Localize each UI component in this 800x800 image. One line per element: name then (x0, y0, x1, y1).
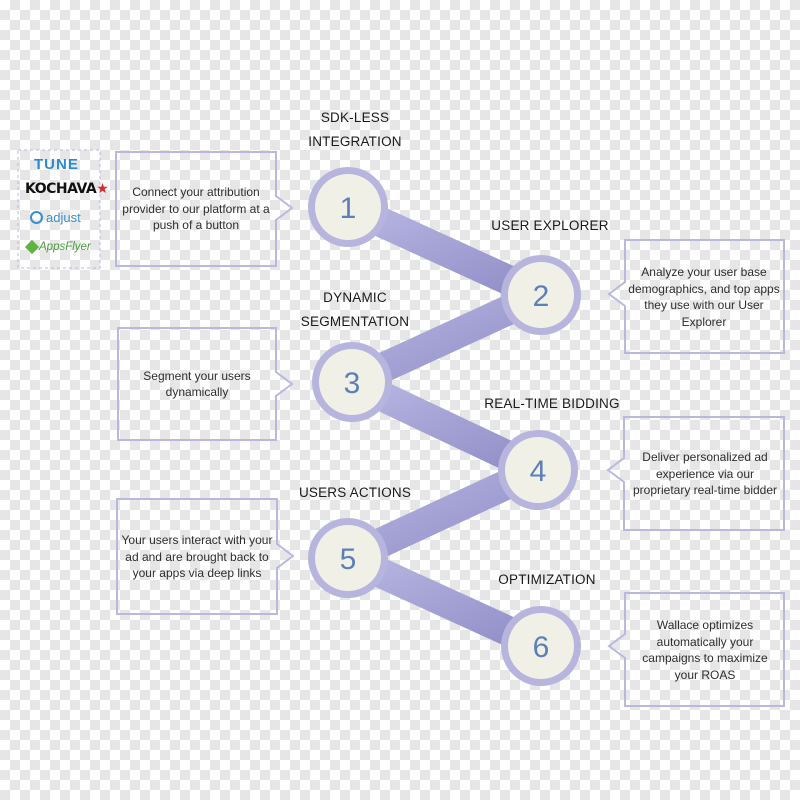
callouts (115, 151, 785, 707)
step-description-6: Wallace optimizes automatically your cam… (642, 618, 768, 682)
callout-box-1 (115, 151, 294, 267)
step-description-1: Connect your attribution provider to our… (122, 185, 270, 233)
step-circle-1: 1 (308, 167, 388, 247)
partner-logos: TUNE KOCHAVA★ adjust AppsFlyer (18, 150, 109, 268)
step-title-1: SDK-LESS INTEGRATION (308, 110, 402, 149)
adjust-logo-text: adjust (46, 210, 81, 225)
adjust-logo: adjust (30, 210, 81, 225)
step-circle-4: 4 (498, 430, 578, 510)
callout-box-2 (607, 239, 785, 354)
callout-box-4 (606, 416, 785, 531)
step-circle-2: 2 (501, 255, 581, 335)
kochava-logo-text: KOCHAVA (25, 181, 97, 197)
step-title-6: OPTIMIZATION (498, 572, 596, 587)
step-number-5: 5 (340, 543, 357, 576)
appsflyer-logo: AppsFlyer (24, 239, 91, 255)
step-description-4: Deliver personalized ad experience via o… (632, 450, 778, 498)
star-icon: ★ (96, 181, 109, 197)
callout-box-3 (117, 327, 294, 441)
step-title-5: USERS ACTIONS (298, 485, 412, 500)
callout-box-5 (116, 498, 295, 615)
step-title-3: DYNAMIC SEGMENTATION (300, 290, 410, 329)
step-title-2: USER EXPLORER (491, 218, 609, 233)
step-circle-3: 3 (312, 342, 392, 422)
kochava-logo: KOCHAVA★ (25, 181, 109, 197)
step-circle-6: 6 (501, 606, 581, 686)
step-title-4: REAL-TIME BIDDING (484, 396, 620, 411)
step-description-5: Your users interact with your ad and are… (121, 533, 273, 581)
step-number-6: 6 (533, 631, 550, 664)
leaf-icon (24, 239, 40, 255)
step-description-2: Analyze your user base demographics, and… (628, 265, 780, 329)
step-circles: 1 2 3 4 5 6 (308, 167, 581, 686)
step-circle-5: 5 (308, 518, 388, 598)
appsflyer-logo-text: AppsFlyer (39, 241, 91, 253)
step-number-4: 4 (530, 455, 547, 488)
logo-frame (17, 149, 101, 269)
adjust-ring-icon (30, 211, 43, 224)
step-description-3: Segment your users dynamically (143, 368, 251, 400)
step-number-2: 2 (533, 280, 550, 313)
callout-box-6 (607, 592, 785, 707)
step-number-3: 3 (344, 367, 361, 400)
step-number-1: 1 (340, 192, 357, 225)
tune-logo: TUNE (34, 156, 79, 173)
